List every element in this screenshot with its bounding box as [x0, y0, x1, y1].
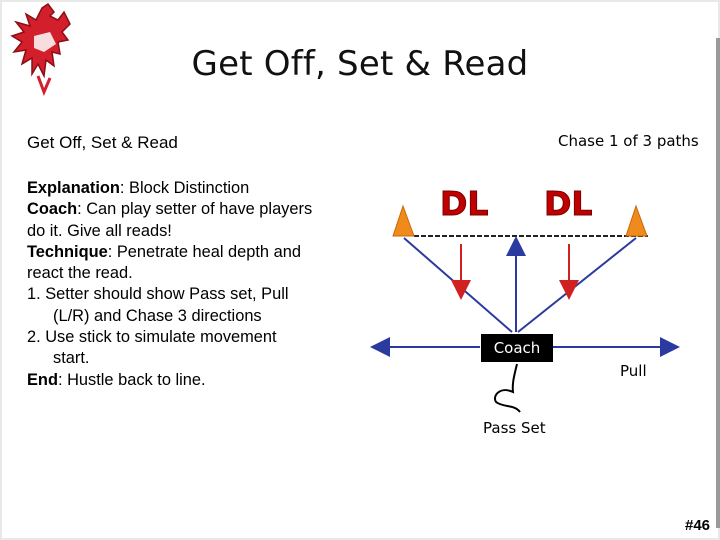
pass-set-squiggle [494, 363, 521, 413]
chase-label: Chase 1 of 3 paths [558, 132, 699, 150]
pass-set-label: Pass Set [483, 419, 546, 437]
right-cone [625, 204, 648, 237]
end-line: End: Hustle back to line. [27, 370, 206, 389]
list-item-1: 1. Setter should show Pass set, Pull [27, 285, 289, 304]
left-cone [392, 204, 415, 237]
dl-right-label: DL [543, 184, 593, 224]
slide-edge-bar [716, 38, 720, 528]
coach-to-right-cone-line [517, 237, 637, 333]
technique-line: Technique: Penetrate heal depth and [27, 242, 301, 261]
slide-number: #46 [685, 517, 711, 534]
technique-line-cont: react the read. [27, 264, 133, 283]
list-item-1-cont: (L/R) and Chase 3 directions [53, 306, 262, 325]
coach-to-left-cone-line [403, 237, 513, 333]
coach-line-cont: do it. Give all reads! [27, 221, 172, 240]
explanation-line: Explanation: Block Distinction [27, 179, 250, 197]
list-item-2: 2. Use stick to simulate movement [27, 328, 277, 347]
explanation-block: Explanation: Block Distinction Coach: Ca… [27, 178, 357, 391]
pull-label: Pull [620, 362, 647, 380]
hawk-logo [10, 2, 71, 96]
coach-line: Coach: Can play setter of have players [27, 200, 313, 219]
dl-left-label: DL [439, 184, 489, 224]
slide-title: Get Off, Set & Read [191, 44, 529, 84]
list-item-2-cont: start. [53, 349, 90, 368]
section-heading: Get Off, Set & Read [27, 133, 178, 152]
coach-box: Coach [481, 334, 553, 362]
